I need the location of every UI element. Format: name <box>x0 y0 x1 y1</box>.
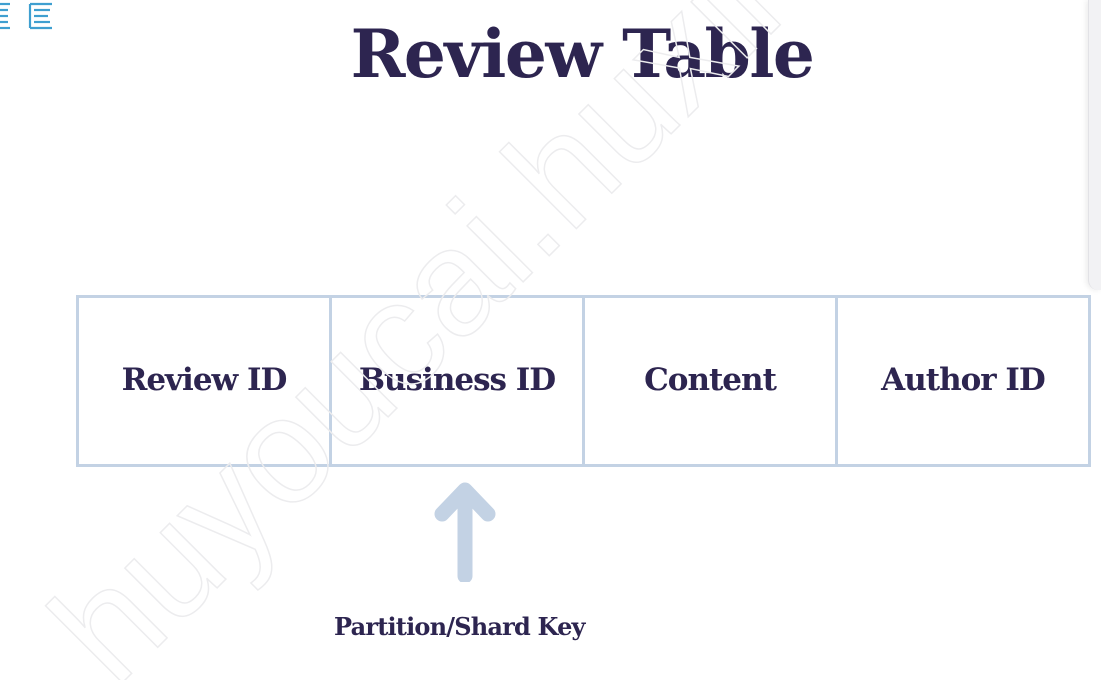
logo-icon <box>0 2 52 30</box>
review-table: Review ID Business ID Content Author ID <box>76 295 1091 467</box>
partition-key-label: Partition/Shard Key <box>334 612 585 641</box>
column-review-id: Review ID <box>79 298 332 464</box>
side-panel-edge <box>1088 0 1101 290</box>
column-business-id: Business ID <box>332 298 585 464</box>
arrow-up-icon <box>434 482 496 582</box>
column-content: Content <box>585 298 838 464</box>
diagram-title: Review Table <box>350 15 815 93</box>
column-author-id: Author ID <box>881 362 1046 398</box>
